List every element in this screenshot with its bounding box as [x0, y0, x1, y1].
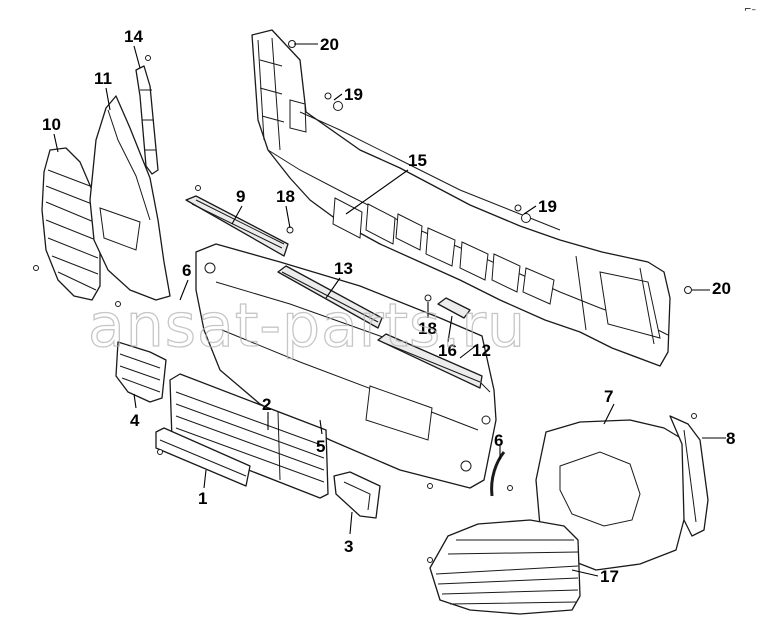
part-16-front-frame [251, 29, 671, 367]
callout-19-upper: 19 [344, 85, 363, 104]
part-9-trim-strip [185, 195, 289, 257]
watermark-text: ansat-parts.ru [88, 291, 526, 361]
callout-7: 13 [334, 259, 353, 278]
callout-9: 9 [236, 187, 245, 206]
callout-2: 2 [262, 395, 271, 414]
part-15-vertical-bracket [135, 65, 159, 175]
callout-6-left: 6 [182, 261, 191, 280]
callout-16: 15 [408, 151, 427, 170]
callout-6-right: 6 [494, 431, 503, 450]
callout-20-lower: 20 [712, 279, 731, 298]
part-17-small-bracket [437, 297, 471, 319]
callout-5: 5 [316, 437, 325, 456]
part-4-small-grille [115, 341, 167, 403]
part-5-main-bumper [195, 243, 497, 489]
callout-14: 8 [726, 429, 735, 448]
part-2-lower-grille [169, 373, 329, 499]
callout-4: 4 [130, 411, 140, 430]
part-1-bracket-bar [155, 427, 251, 487]
callout-11: 10 [42, 115, 61, 134]
part-7-trim-strip [277, 265, 383, 329]
leader-lines [53, 43, 726, 577]
callout-3: 3 [344, 537, 353, 556]
part-10-right-corner-grille [429, 519, 581, 615]
callout-8: 12 [472, 341, 491, 360]
part-11-left-corner-grille [41, 147, 101, 301]
part-6-curved-clip [490, 451, 506, 497]
callout-17: 16 [438, 341, 457, 360]
corner-mark: ⌐– [744, 5, 757, 15]
part-3-corner-bracket [333, 471, 381, 519]
part-14-right-bracket [669, 415, 709, 537]
part-12-right-side-cover [535, 419, 687, 571]
part-8-trim-strip [377, 333, 483, 389]
callout-19-lower: 19 [538, 197, 557, 216]
callout-labels: 20 19 15 19 20 18 9 13 18 16 12 14 11 10… [42, 27, 735, 586]
callout-18-lower: 18 [418, 319, 437, 338]
callout-18-upper: 18 [276, 187, 295, 206]
callout-15: 14 [124, 27, 143, 46]
callout-12: 7 [604, 387, 613, 406]
callout-10: 17 [600, 567, 619, 586]
part-13-left-side-cover [89, 95, 171, 301]
callout-1: 1 [198, 489, 207, 508]
callout-20-upper: 20 [320, 35, 339, 54]
callout-13: 11 [94, 69, 112, 88]
